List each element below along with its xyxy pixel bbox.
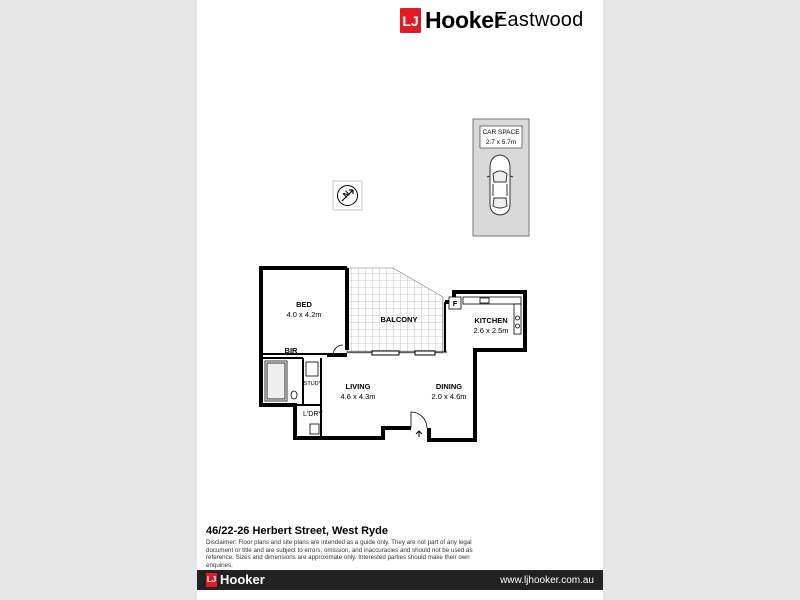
living-dims: 4.6 x 4.3m	[340, 392, 375, 401]
north-letter: N	[341, 189, 352, 200]
fridge-label: F	[453, 299, 458, 308]
balcony-label: BALCONY	[380, 315, 417, 324]
living-label: LIVING	[345, 382, 370, 391]
floor-plan: CAR SPACE 2.7 x 5.7m N	[259, 118, 530, 442]
lj-hooker-logo: LJ Hooker	[400, 7, 503, 34]
hooker-wordmark: Hooker	[425, 7, 503, 33]
bed-label: BED	[296, 300, 312, 309]
car-space-label: CAR SPACE	[482, 129, 520, 136]
car-icon	[486, 154, 514, 216]
footer-bar	[197, 570, 603, 590]
balcony-area	[346, 267, 444, 354]
north-compass-icon: N	[332, 180, 363, 211]
dining-label: DINING	[436, 382, 462, 391]
laundry-label: L'DRY	[303, 411, 323, 418]
interior-walls	[261, 302, 447, 438]
entry-door	[410, 411, 428, 437]
kitchen-dims: 2.6 x 2.5m	[473, 326, 508, 335]
footer-lj-logo-mark: LJ	[206, 572, 217, 587]
balcony-doors	[371, 350, 436, 356]
bir-label: BIR	[285, 346, 299, 355]
car-space: CAR SPACE 2.7 x 5.7m	[472, 118, 530, 237]
office-name: Eastwood	[494, 9, 584, 31]
property-address: 46/22-26 Herbert Street, West Ryde	[206, 525, 388, 537]
footer-logo: LJ Hooker	[206, 572, 265, 587]
car-space-dims: 2.7 x 5.7m	[486, 139, 516, 146]
bathroom-fittings	[264, 360, 320, 435]
kitchen-label: KITCHEN	[474, 316, 507, 325]
study-label: STUDY	[304, 381, 323, 387]
website-link[interactable]: www.ljhooker.com.au	[500, 575, 594, 586]
dining-dims: 2.0 x 4.6m	[431, 392, 466, 401]
footer-hooker-wordmark: Hooker	[220, 572, 265, 587]
disclaimer-text: Disclaimer: Floor plans and site plans a…	[206, 539, 473, 569]
brochure-page: LJ Hooker Eastwood CAR SPACE 2.7 x 5.7m	[197, 0, 603, 600]
bed-door	[332, 344, 344, 356]
lj-logo-mark: LJ	[400, 8, 421, 33]
kitchen-bench	[448, 296, 522, 335]
bed-dims: 4.0 x 4.2m	[286, 310, 321, 319]
